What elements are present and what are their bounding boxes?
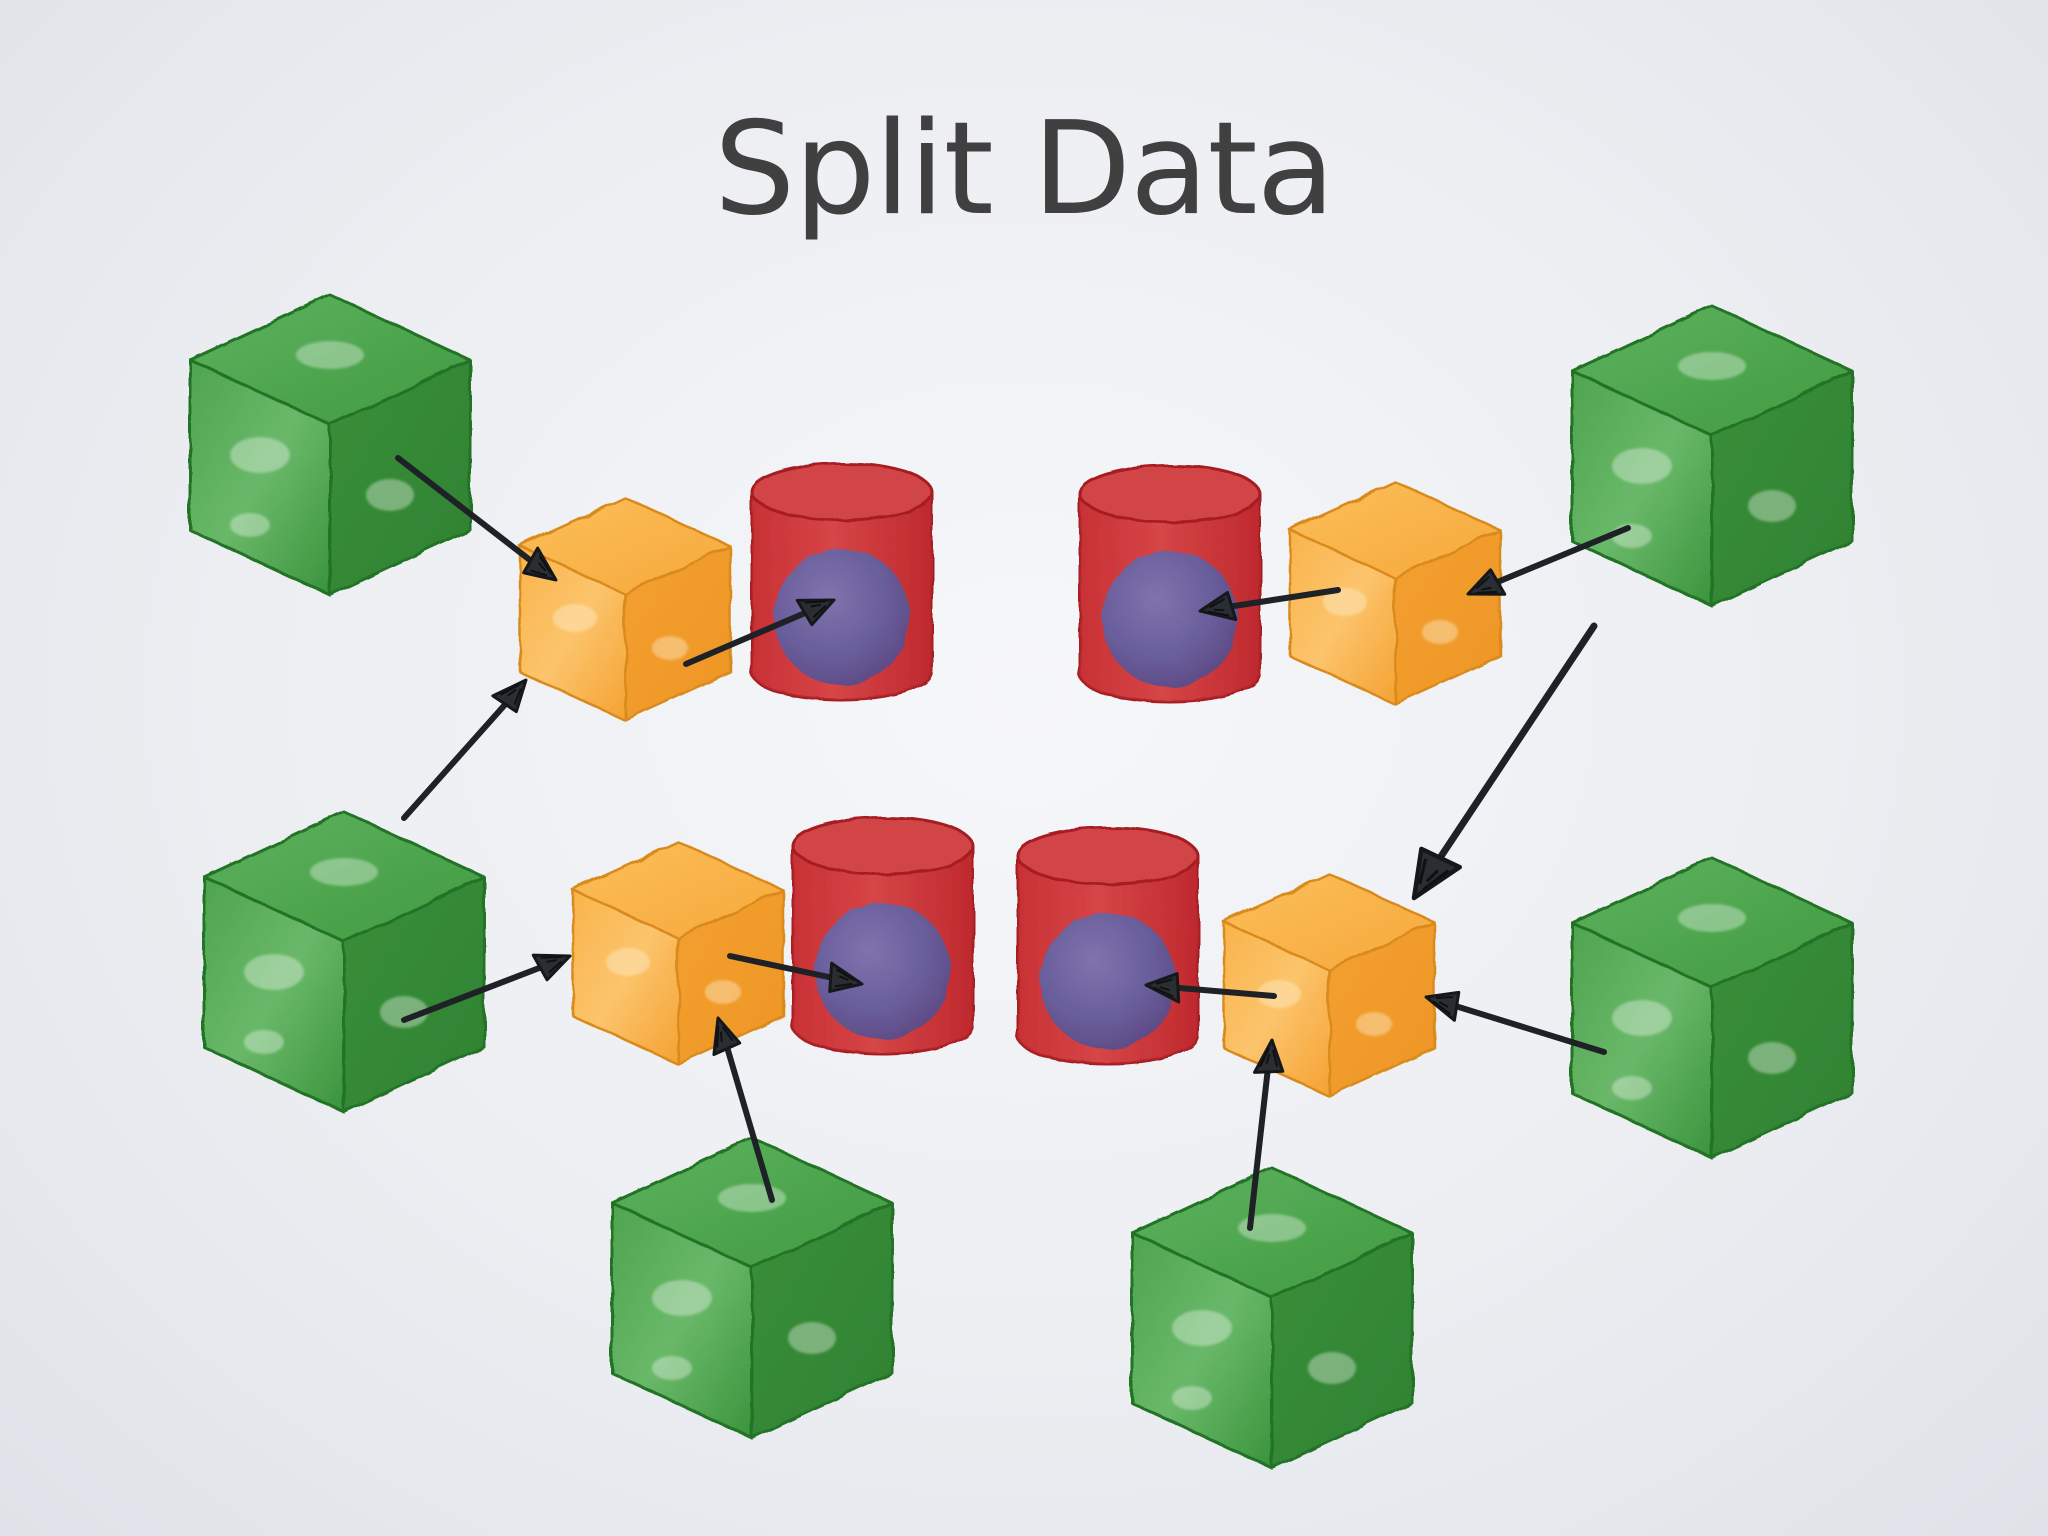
arrow-line bbox=[401, 957, 563, 1023]
arrow-line bbox=[1433, 997, 1607, 1055]
arrow-line bbox=[1416, 622, 1598, 892]
arrow-line bbox=[719, 1027, 775, 1203]
database-cylinder-bottom-right bbox=[1018, 828, 1198, 1064]
database-cylinder-top-left bbox=[752, 464, 932, 700]
client-cube-bottom-right bbox=[1132, 1168, 1412, 1468]
client-cube-top-left bbox=[190, 295, 470, 595]
connection-arrows bbox=[395, 455, 1631, 1231]
app-server-cube-top-left bbox=[520, 498, 730, 720]
arrow-line bbox=[395, 455, 551, 577]
client-cube-mid-right bbox=[1572, 858, 1852, 1158]
app-server-cube-bottom-left bbox=[573, 842, 783, 1064]
client-cube-top-right bbox=[1572, 306, 1852, 606]
arrow-head bbox=[1397, 844, 1460, 910]
arrow-head bbox=[531, 941, 577, 983]
arrow-line bbox=[683, 601, 829, 667]
arrow-line bbox=[1475, 525, 1631, 593]
database-cylinder-bottom-left bbox=[793, 818, 973, 1054]
client-cube-mid-left bbox=[204, 812, 484, 1112]
database-cylinder-top-right bbox=[1080, 466, 1260, 702]
slide-title: Split Data bbox=[713, 95, 1335, 244]
client-cube-bottom-left bbox=[612, 1138, 892, 1438]
app-server-cube-bottom-right bbox=[1224, 874, 1434, 1096]
arrow-line bbox=[1247, 1047, 1273, 1231]
arrow-line bbox=[401, 687, 521, 821]
